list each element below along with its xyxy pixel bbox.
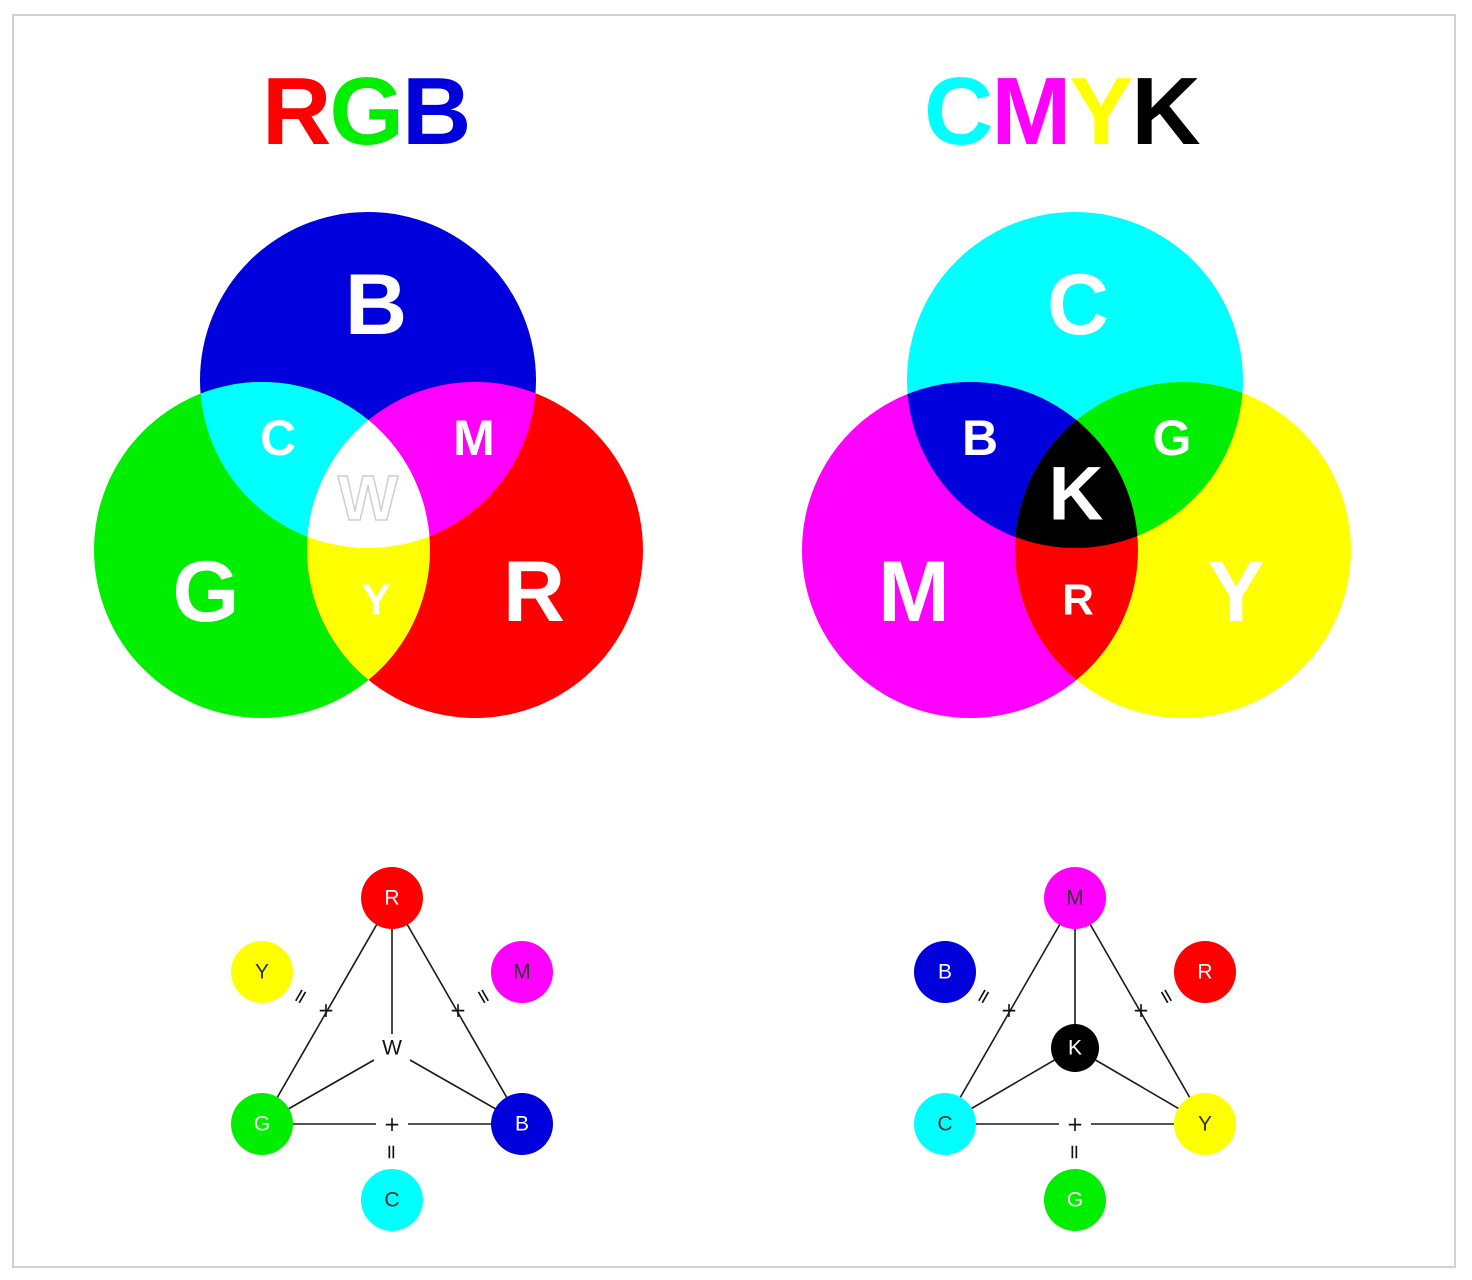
rgb-label-r: R bbox=[503, 544, 565, 640]
cmyk-node-g-label: G bbox=[1067, 1189, 1083, 1212]
cmyk-node-g bbox=[1044, 1169, 1106, 1231]
cmyk-title-letter-y: Y bbox=[1069, 58, 1133, 165]
rgb-edge-top-right bbox=[391, 897, 523, 1125]
cmyk-title: CMYK bbox=[924, 58, 1201, 165]
cmyk-label-c: C bbox=[1047, 257, 1109, 353]
rgb-bottom-plus: + bbox=[384, 1112, 401, 1136]
cmyk-node-m bbox=[1044, 867, 1106, 929]
rgb-left-plus: + bbox=[318, 998, 335, 1022]
rgb-label-b: B bbox=[345, 257, 407, 353]
rgb-edge-top-left bbox=[261, 897, 393, 1125]
cmyk-edge-top-right bbox=[1074, 897, 1206, 1125]
cmyk-node-k bbox=[1051, 1024, 1099, 1072]
cmyk-label-y: Y bbox=[1207, 544, 1264, 640]
cmyk-title-letter-c: C bbox=[924, 58, 993, 165]
rgb-node-g bbox=[231, 1093, 293, 1155]
rgb-label-g: G bbox=[173, 544, 240, 640]
rgb-node-m bbox=[491, 941, 553, 1003]
rgb-overlap-white bbox=[307, 382, 430, 548]
cmyk-right-plus: + bbox=[1133, 998, 1150, 1022]
cmyk-left-equals: = bbox=[968, 983, 997, 1010]
cmyk-venn: C M Y B G R K bbox=[802, 212, 1351, 718]
cmyk-label-k: K bbox=[1049, 452, 1104, 537]
cmyk-node-y bbox=[1174, 1093, 1236, 1155]
rgb-label-m: M bbox=[453, 410, 495, 466]
rgb-node-m-label: M bbox=[513, 961, 531, 984]
cmyk-node-r-label: R bbox=[1197, 961, 1212, 984]
cmyk-bottom-plus: + bbox=[1067, 1112, 1084, 1136]
cmyk-node-b-label: B bbox=[938, 961, 952, 984]
rgb-title-letter-r: R bbox=[262, 58, 331, 165]
cmyk-label-r: R bbox=[1062, 576, 1094, 625]
rgb-node-b bbox=[491, 1093, 553, 1155]
rgb-node-r bbox=[361, 867, 423, 929]
rgb-node-g-label: G bbox=[254, 1113, 270, 1136]
cmyk-left-plus: + bbox=[1001, 998, 1018, 1022]
rgb-title-letter-g: G bbox=[329, 58, 404, 165]
rgb-node-c bbox=[361, 1169, 423, 1231]
rgb-right-plus: + bbox=[450, 998, 467, 1022]
cmyk-node-m-label: M bbox=[1066, 887, 1084, 910]
rgb-triangle: R G B Y M C W = + + = + = bbox=[231, 867, 553, 1231]
rgb-label-c: C bbox=[260, 410, 296, 466]
rgb-label-y: Y bbox=[361, 576, 390, 625]
rgb-node-b-label: B bbox=[515, 1113, 529, 1136]
cmyk-label-g: G bbox=[1153, 410, 1192, 466]
rgb-title: RGB bbox=[262, 58, 471, 165]
cmyk-title-letter-m: M bbox=[991, 58, 1071, 165]
rgb-node-y bbox=[231, 941, 293, 1003]
rgb-left-equals: = bbox=[285, 983, 314, 1010]
cmyk-label-m: M bbox=[878, 544, 950, 640]
cmyk-node-k-label: K bbox=[1068, 1037, 1082, 1060]
rgb-node-c-label: C bbox=[384, 1189, 399, 1212]
cmyk-node-c-label: C bbox=[937, 1113, 952, 1136]
cmyk-right-equals: = bbox=[1152, 983, 1181, 1010]
cmyk-node-r bbox=[1174, 941, 1236, 1003]
rgb-node-w-label: W bbox=[382, 1037, 402, 1060]
rgb-node-y-label: Y bbox=[255, 961, 269, 984]
cmyk-label-b: B bbox=[962, 410, 998, 466]
cmyk-title-letter-k: K bbox=[1131, 58, 1200, 165]
cmyk-triangle: M C Y B R G K = + + = + = bbox=[914, 867, 1236, 1231]
rgb-node-r-label: R bbox=[384, 887, 399, 910]
cmyk-overlap-black bbox=[1015, 382, 1138, 548]
rgb-title-letter-b: B bbox=[402, 58, 471, 165]
cmyk-node-y-label: Y bbox=[1198, 1113, 1212, 1136]
rgb-bottom-equals: = bbox=[380, 1144, 404, 1161]
cmyk-edge-top-left bbox=[944, 897, 1076, 1125]
cmyk-bottom-equals: = bbox=[1063, 1144, 1087, 1161]
rgb-label-w: W bbox=[338, 462, 399, 534]
rgb-right-equals: = bbox=[469, 983, 498, 1010]
rgb-venn: B G R C M Y W bbox=[94, 212, 643, 718]
cmyk-node-c bbox=[914, 1093, 976, 1155]
cmyk-node-b bbox=[914, 941, 976, 1003]
